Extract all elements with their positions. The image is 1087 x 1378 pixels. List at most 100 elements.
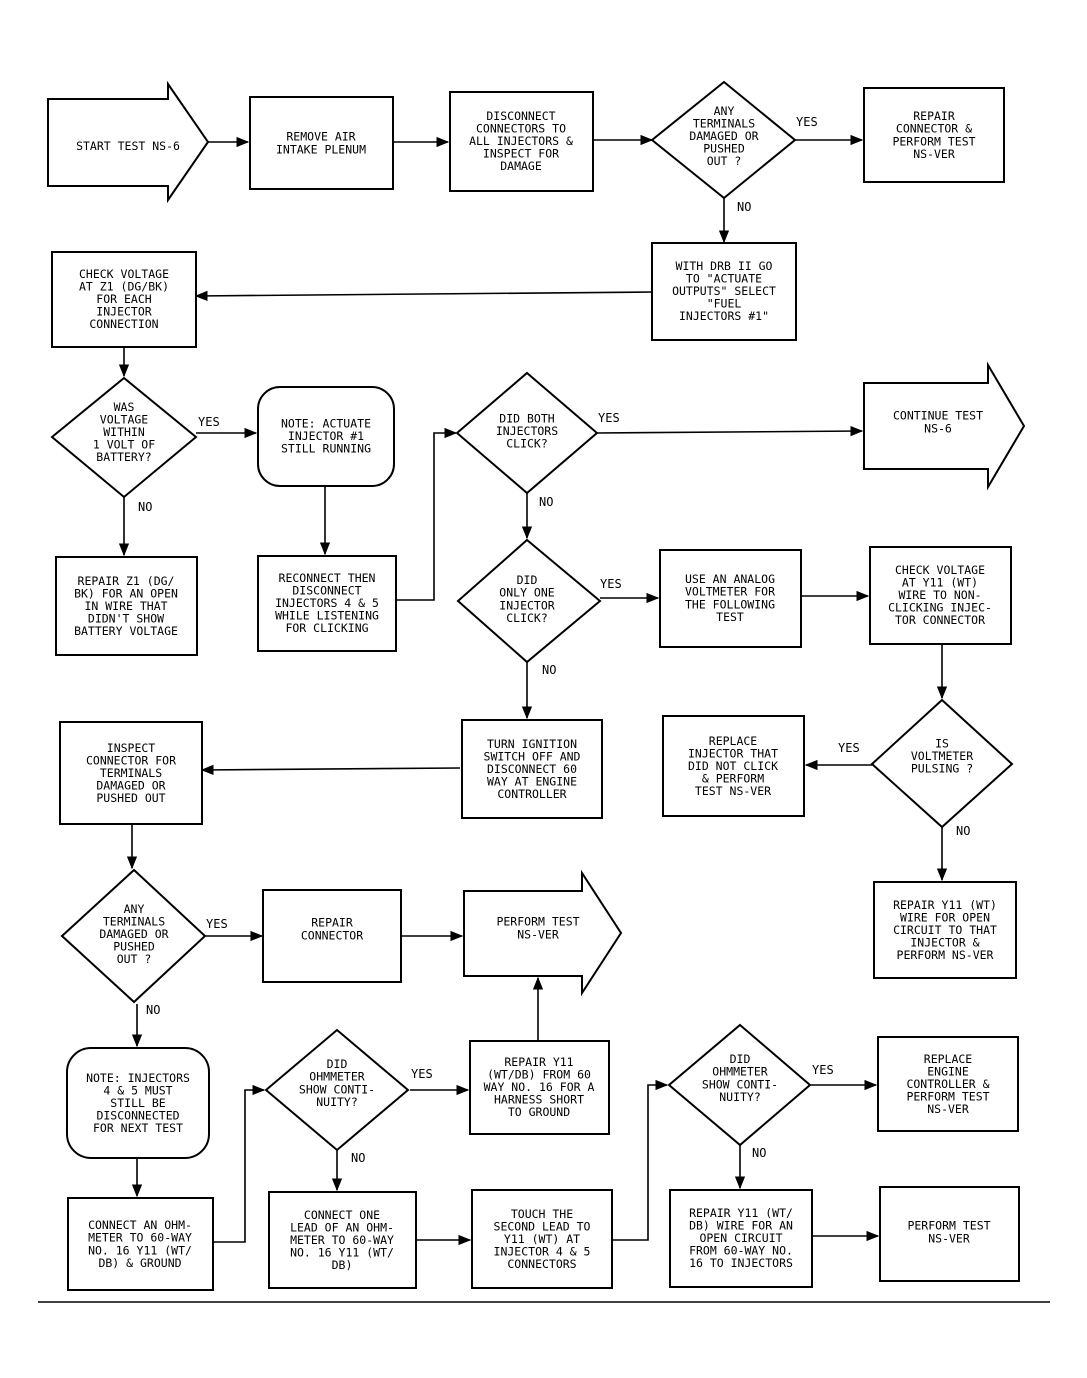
voltage-within-shape bbox=[50, 376, 198, 499]
both-click-shape bbox=[455, 371, 599, 495]
label-line: ANY bbox=[124, 902, 145, 916]
remove-plenum-shape bbox=[249, 96, 394, 190]
label-line: DB) bbox=[332, 1258, 353, 1272]
label-line: BK) FOR AN OPEN bbox=[74, 586, 178, 600]
label-line: NS-VER bbox=[928, 1231, 970, 1245]
label-line: HARNESS SHORT bbox=[494, 1093, 584, 1107]
label-line: DAMAGED OR bbox=[96, 779, 165, 793]
label-line: CONNECTORS TO bbox=[476, 121, 566, 135]
connector-lines bbox=[118, 134, 948, 1246]
label-line: WIRE TO NON- bbox=[898, 588, 981, 602]
label-line: CIRCUIT TO THAT bbox=[893, 923, 997, 937]
replace-controller-shape bbox=[877, 1036, 1019, 1132]
label-line: SECOND LEAD TO bbox=[494, 1219, 591, 1233]
label-line: DID bbox=[327, 1057, 348, 1071]
label-line: NUITY? bbox=[316, 1095, 358, 1109]
repair-connector-ver-shape bbox=[863, 87, 1005, 183]
label-line: THE FOLLOWING bbox=[685, 597, 775, 611]
repair-z1-shape bbox=[55, 556, 198, 656]
label-line: CONNECT AN OHM- bbox=[88, 1218, 192, 1232]
label-line: DID BOTH bbox=[499, 411, 554, 425]
terminals-damaged-1-shape bbox=[650, 80, 797, 200]
label-line: CONTINUE TEST bbox=[893, 409, 983, 423]
reconnect-shape bbox=[257, 555, 397, 652]
label-line: BATTERY? bbox=[96, 450, 151, 464]
check-voltage-z1-shape bbox=[51, 251, 197, 348]
label-line: DB) & GROUND bbox=[98, 1256, 181, 1270]
label-line: REPLACE bbox=[709, 734, 758, 748]
label-line: OUT ? bbox=[707, 154, 742, 168]
label-line: DISCONNECT bbox=[486, 109, 555, 123]
label-line: CLICK? bbox=[506, 437, 548, 451]
label-line: TOR CONNECTOR bbox=[895, 613, 985, 627]
label-line: PERFORM TEST bbox=[906, 1090, 989, 1104]
label-line: "FUEL bbox=[707, 297, 742, 311]
flowchart-shapes bbox=[47, 80, 1026, 1291]
yes-label: YES bbox=[796, 115, 818, 129]
repair-connector-shape bbox=[262, 889, 402, 983]
label-line: CONNECTOR & bbox=[896, 122, 972, 136]
label-line: USE AN ANALOG bbox=[685, 572, 775, 586]
label-line: CONNECTOR FOR bbox=[86, 753, 176, 767]
label-line: WHILE LISTENING bbox=[275, 609, 379, 623]
label-line: NOTE: INJECTORS bbox=[86, 1071, 190, 1085]
connect-lead-shape bbox=[268, 1191, 417, 1289]
perform-ver-final-shape bbox=[879, 1186, 1020, 1282]
yes-label: YES bbox=[198, 415, 220, 429]
label-line: DAMAGE bbox=[500, 159, 542, 173]
label-line: CONNECTOR bbox=[301, 928, 363, 942]
label-line: CONNECTION bbox=[89, 317, 158, 331]
label-line: TEST NS-VER bbox=[695, 784, 771, 798]
label-line: REPAIR Y11 (WT) bbox=[893, 898, 997, 912]
label-line: 4 & 5 MUST bbox=[103, 1083, 172, 1097]
label-line: PUSHED bbox=[113, 940, 155, 954]
label-line: CLICK? bbox=[506, 611, 548, 625]
start-label: START TEST NS-6 bbox=[76, 139, 180, 153]
label-line: WITH DRB II GO bbox=[676, 259, 773, 273]
label-line: INJECTOR #1 bbox=[288, 429, 364, 443]
repair-y11-open-shape bbox=[873, 881, 1017, 979]
label-line: CONNECT ONE bbox=[304, 1208, 380, 1222]
disconnect-connectors-shape bbox=[449, 91, 594, 192]
label-line: & PERFORM bbox=[702, 772, 764, 786]
no-label: NO bbox=[542, 663, 556, 677]
label-line: NO. 16 Y11 (WT/ bbox=[88, 1243, 192, 1257]
edge-labels: YES NO YES NO YES NO YES NO YES NO YES N… bbox=[138, 115, 970, 1165]
label-line: VOLTMETER FOR bbox=[685, 585, 775, 599]
label-line: STILL BE bbox=[110, 1096, 165, 1110]
label-line: TOUCH THE bbox=[511, 1207, 573, 1221]
perform-ver-arrow-shape bbox=[463, 869, 623, 997]
label-line: NS-VER bbox=[927, 1102, 969, 1116]
voltmeter-pulsing-shape bbox=[870, 698, 1014, 829]
label-line: PUSHED bbox=[703, 142, 745, 156]
label-line: REPAIR Y11 bbox=[504, 1055, 573, 1069]
label-line: NUITY? bbox=[719, 1090, 761, 1104]
label-line: TERMINALS bbox=[100, 766, 162, 780]
label-line: REMOVE AIR bbox=[286, 130, 355, 144]
label-line: NS-VER bbox=[517, 927, 559, 941]
no-label: NO bbox=[138, 500, 152, 514]
repair-y11-short-shape bbox=[469, 1040, 610, 1135]
label-line: TO GROUND bbox=[508, 1105, 570, 1119]
connect-ohmmeter-shape bbox=[67, 1197, 214, 1291]
label-line: SWITCH OFF AND bbox=[484, 749, 581, 763]
label-line: PUSHED OUT bbox=[96, 791, 165, 805]
label-line: CHECK VOLTAGE bbox=[79, 267, 169, 281]
label-line: FROM 60-WAY NO. bbox=[689, 1244, 793, 1258]
label-line: NS-VER bbox=[913, 147, 955, 161]
label-line: TERMINALS bbox=[103, 914, 165, 928]
